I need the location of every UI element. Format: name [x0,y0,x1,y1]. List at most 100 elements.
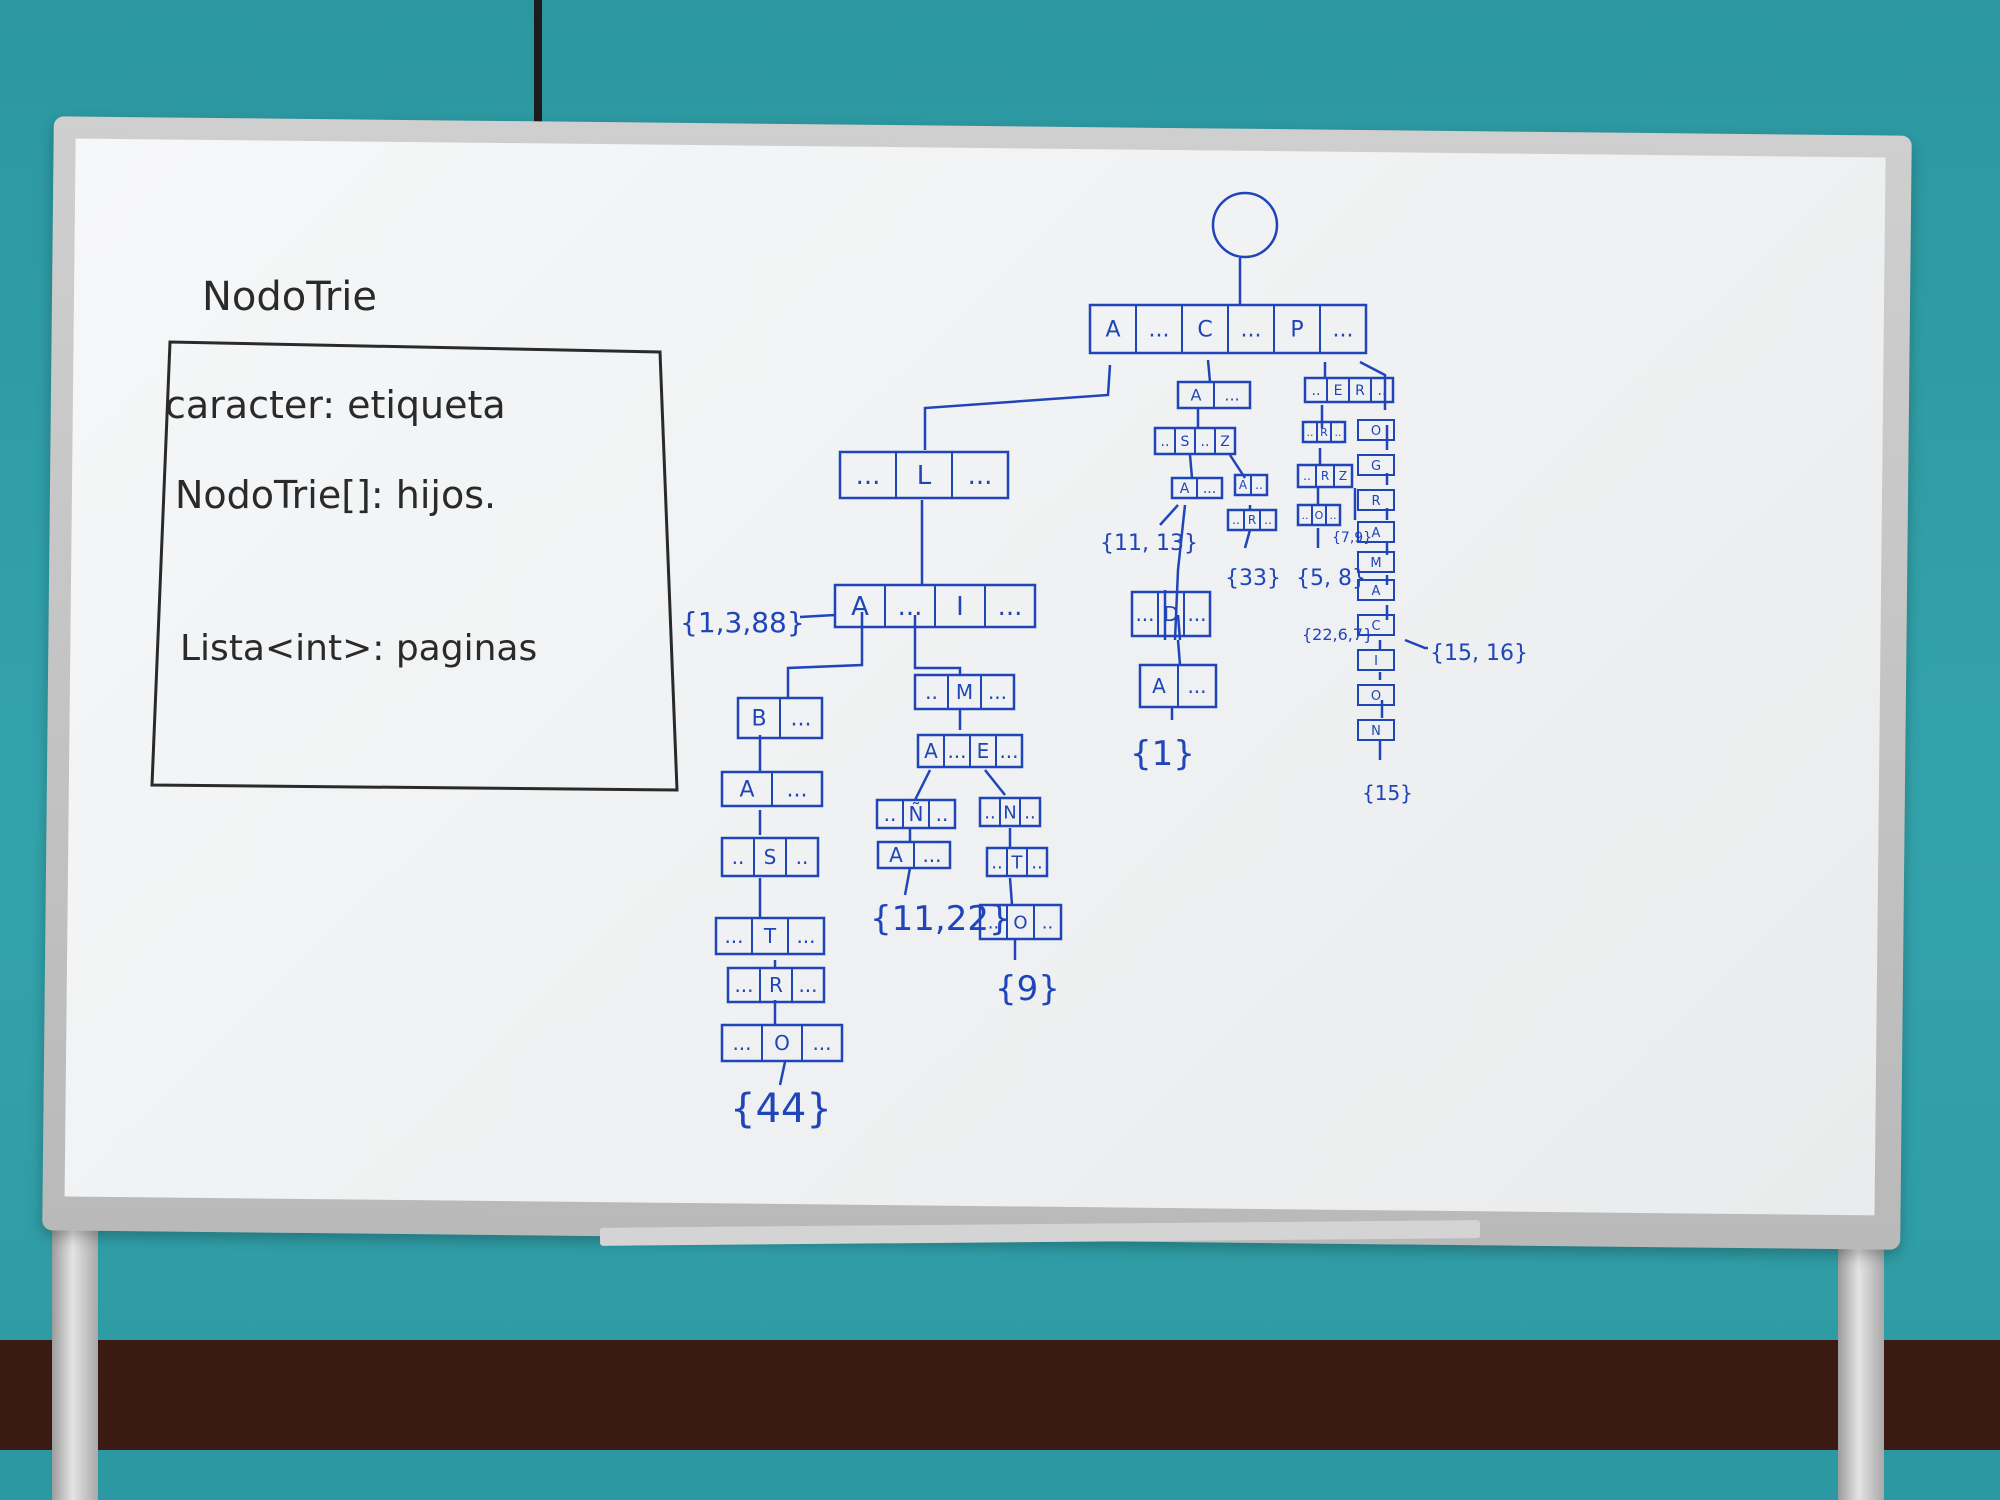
trie-cell-label: E [977,739,990,763]
trie-node-n-T2: .. T.. [985,846,1049,878]
class-box [150,340,679,792]
trie-cell-label: .. [1201,434,1210,450]
trie-node-n-R: ...R... [726,966,826,1004]
trie-node-p-chain: A [1357,579,1395,601]
trie-node-n-D: ...D... [1130,590,1212,638]
trie-node-p-chain: I [1357,649,1395,671]
trie-cell-label: ... [898,592,923,622]
trie-node-n-A-an: A... [876,840,952,870]
trie-cell-label: ... [724,924,743,948]
trie-page-lists: {1,3,88}{44}{11,22}{9}{11, 13}{1}{33}{5,… [680,530,1528,1132]
trie-cell-label: O [1371,424,1381,439]
trie-cell-label: .. [925,680,938,704]
trie-cell-label: .. [1312,383,1321,399]
trie-cell-label: .. [1264,513,1272,527]
trie-cell-label: A [924,739,938,763]
trie-node-p-chain: O [1357,684,1395,706]
page-list-pages-casa: {11, 13} [1100,531,1198,556]
trie-cell-label: G [1371,459,1381,474]
trie-cell-label: .. [1024,802,1035,823]
trie-cell-label: I [956,592,964,622]
trie-cell-label: ... [968,461,993,491]
trie-cell-label: ... [988,680,1007,704]
trie-cell-label: ... [1203,481,1216,497]
trie-node-p-chain: A [1357,521,1395,543]
power-cable [534,0,542,130]
page-list-pages-aliman: {11,22} [870,899,1011,939]
trie-node-n-L: ...L... [838,450,1010,500]
trie-cell-label: ... [998,592,1023,622]
trie-node-n-SZ: ..S..Z [1153,426,1237,456]
trie-cell-label: A [1239,478,1248,492]
page-list-pages-8: {5, 8} [1296,566,1366,591]
trie-cell-label: Ñ [909,802,924,826]
trie-cell-label: R [1371,494,1380,509]
trie-node-n-S: ..S.. [720,836,820,878]
page-list-pages-aliento: {9} [995,969,1060,1009]
trie-cell-label: B [751,707,766,732]
lower-wall-strip [0,1450,2000,1500]
page-list-pages-AL: {1,3,88} [680,606,805,639]
trie-cell-label: A [1152,674,1166,698]
trie-cell-label: ... [796,924,815,948]
trie-cell-label: I [1374,654,1378,669]
trie-cell-label: .. [1307,426,1314,439]
trie-node-p-chain: R [1357,489,1395,511]
trie-cell-label: .. [1031,852,1042,873]
trie-cell-label: .. [991,852,1002,873]
trie-cell-label: A [1180,481,1190,497]
trie-cell-label: .. [1161,434,1170,450]
page-list-pages-prog: {22,6,7} [1302,625,1373,644]
trie-cell-label: S [1181,434,1190,450]
trie-node-n-CAZ-A: A.. [1233,473,1269,497]
dark-wood-baseboard [0,1340,2000,1450]
trie-cell-label: .. [1303,469,1311,483]
trie-cell-label: M [956,680,973,704]
field-pages: Lista<int>: paginas [180,628,537,669]
trie-cell-label: A [1372,584,1381,599]
trie-node-root-node: A...C...P... [1088,303,1368,355]
trie-cell-label: ... [999,739,1018,763]
trie-cell-label: D [1163,602,1178,626]
trie-cell-label: ... [1187,674,1206,698]
trie-cell-label: ... [922,843,941,867]
trie-node-p-chain: G [1357,454,1395,476]
trie-cell-label: R [769,973,783,997]
trie-cell-label: T [1011,852,1024,873]
trie-cell-label: E [1334,383,1343,399]
trie-cell-label: ... [791,707,812,732]
trie-cell-label: .. [988,912,999,933]
trie-node-n-T: ...T... [714,916,826,956]
trie-cell-label: .. [1255,478,1263,492]
trie-cell-label: R [1248,513,1256,527]
trie-cell-label: ... [734,973,753,997]
trie-cell-label: R [1355,383,1365,399]
trie-cell-label: P [1290,318,1303,343]
page-list-pages-casada: {1} [1130,734,1195,774]
trie-node-n-CAS-A: A... [1170,476,1224,500]
trie-cell-label: N [1003,802,1016,823]
field-label: caracter: etiqueta [165,383,506,427]
trie-node-n-P-R: ..R.. [1301,420,1347,444]
trie-node-n-A-basic: A... [720,770,824,808]
trie-cell-label: A [889,843,903,867]
trie-node-n-O: ...O... [720,1023,844,1063]
trie-node-p-chain: N [1357,719,1395,741]
trie-cell-label: C [1371,619,1380,634]
trie-cell-label: S [764,845,777,869]
trie-cell-label: .. [936,802,949,826]
trie-cell-label: O [1315,509,1324,522]
trie-cell-label: O [774,1031,790,1055]
trie-node-n-N: ..N.. [978,796,1042,828]
trie-cell-label: O [1371,689,1381,704]
trie-cell-label: Z [1339,469,1347,483]
trie-node-p-chain: O [1357,419,1395,441]
trie-cell-label: A [851,592,869,622]
trie-cell-label: .. [1302,509,1309,522]
trie-cell-label: A [1191,386,1202,405]
trie-cell-label: ... [856,461,881,491]
class-title: NodoTrie [202,274,377,320]
trie-cell-label: .. [1378,383,1387,399]
